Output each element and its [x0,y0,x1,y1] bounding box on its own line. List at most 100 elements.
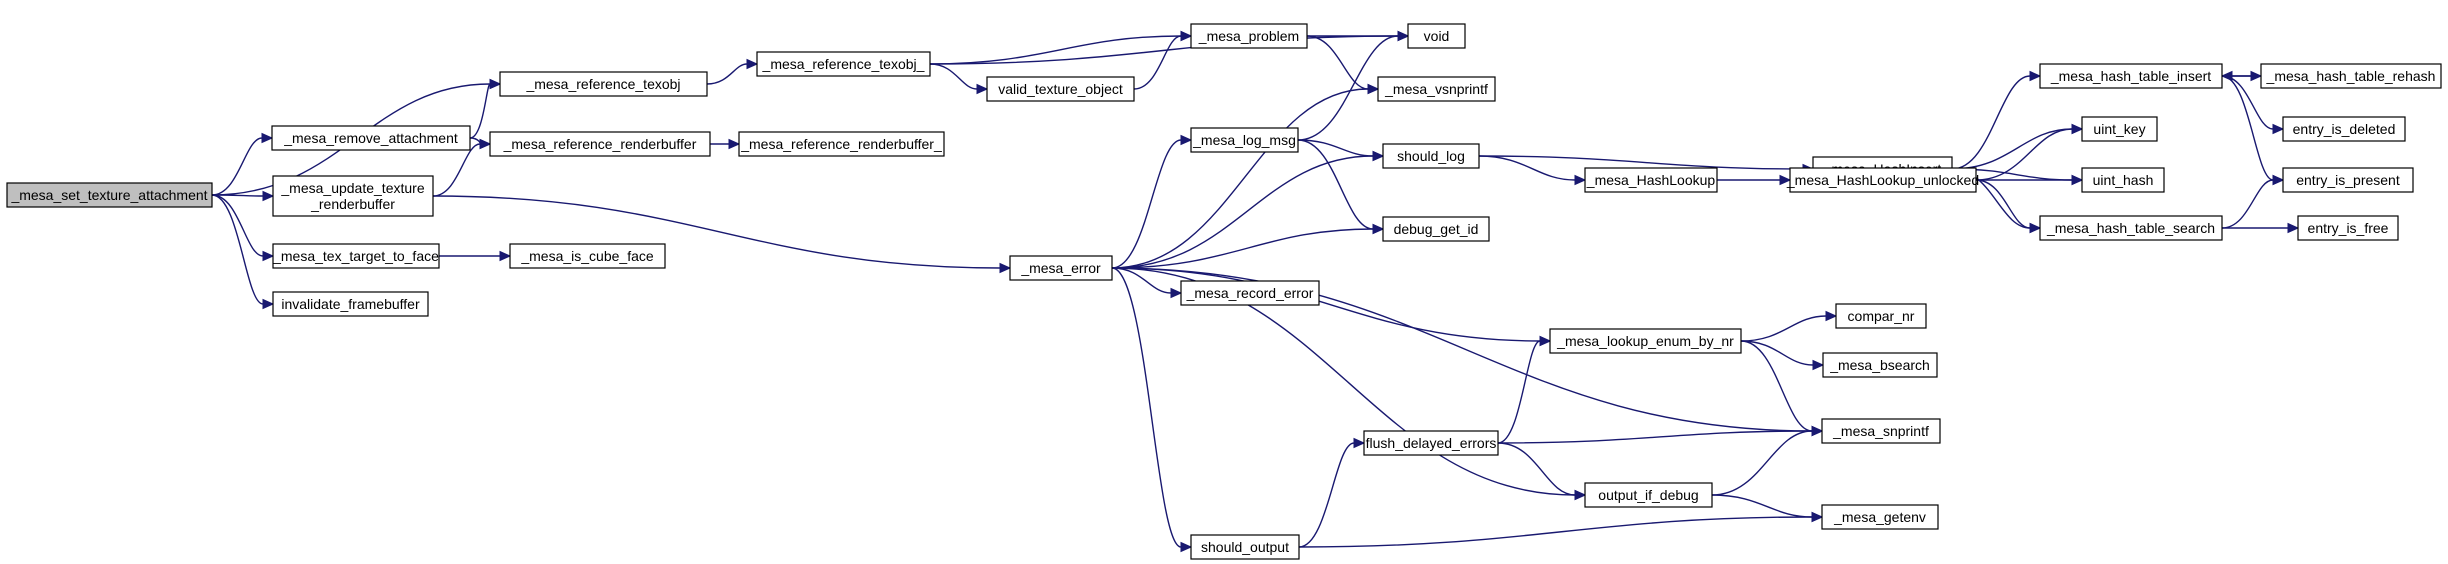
node-should-output[interactable]: should_output [1190,534,1300,560]
node-label: debug_get_id [1394,221,1479,237]
node-debug-get-id[interactable]: debug_get_id [1382,216,1490,242]
function-nodes: _mesa_set_texture_attachment _mesa_refere… [6,23,2442,560]
call-edge-output_if_debug-to-snprintf [1711,425,1824,496]
node-ht-rehash[interactable]: _mesa_hash_table_rehash [2260,63,2442,89]
node-ht-insert[interactable]: _mesa_hash_table_insert [2039,63,2223,89]
node-label: invalidate_framebuffer [281,296,420,312]
node-label: _mesa_record_error [1186,285,1314,301]
node-label: compar_nr [1848,308,1915,324]
node-ht-search[interactable]: _mesa_hash_table_search [2039,215,2223,241]
call-edge-set_tex_attach-to-inval_fb [211,194,275,310]
call-edge-flush_delayed-to-snprintf [1497,425,1824,444]
call-edge-flush_delayed-to-output_if_debug [1497,442,1587,501]
node-label: _renderbuffer [310,196,395,212]
node-label: _mesa_hash_table_insert [2050,68,2211,84]
call-edge-error-to-vsnprintf [1111,83,1380,269]
node-vsnprintf[interactable]: _mesa_vsnprintf [1377,76,1496,102]
call-edge-should_output-to-flush_delayed [1298,437,1366,548]
node-snprintf[interactable]: _mesa_snprintf [1821,418,1941,444]
call-edge-log_msg-to-debug_get_id [1297,139,1385,235]
node-record-error[interactable]: _mesa_record_error [1180,280,1320,306]
node-getenv[interactable]: _mesa_getenv [1821,504,1939,530]
call-edge-update_tex_rb-to-ref_rb [432,138,492,197]
call-edge-problem-to-vsnprintf [1306,35,1380,95]
node-uint-hash[interactable]: uint_hash [2081,167,2165,193]
call-edge-error-to-log_msg [1111,134,1193,269]
node-label: _mesa_problem [1198,28,1299,44]
node-label: _mesa_hash_table_rehash [2266,68,2436,84]
node-label: _mesa_reference_renderbuffer [503,136,697,152]
node-set-tex-attach[interactable]: _mesa_set_texture_attachment [6,182,213,208]
call-edge-set_tex_attach-to-tex_target_face [211,194,275,262]
node-uint-key[interactable]: uint_key [2081,116,2158,142]
node-label: _mesa_set_texture_attachment [10,187,207,203]
node-label: flush_delayed_errors [1366,435,1497,451]
node-label: valid_texture_object [998,81,1123,97]
call-edge-hash_insert-to-ht_insert [1951,70,2042,170]
node-bsearch[interactable]: _mesa_bsearch [1822,352,1938,378]
call-edge-error-to-should_log [1111,150,1385,269]
call-edge-flush_delayed-to-lookup_enum [1497,335,1552,444]
call-edge-remove_attach-to-ref_texobj [469,78,502,139]
node-ref-rb-[interactable]: _mesa_reference_renderbuffer_ [738,131,945,157]
node-error[interactable]: _mesa_error [1009,255,1113,281]
node-inval-fb[interactable]: invalidate_framebuffer [272,291,429,317]
node-entry-free[interactable]: entry_is_free [2297,215,2399,241]
node-label: _mesa_is_cube_face [520,248,654,264]
node-label: entry_is_deleted [2293,121,2396,137]
call-edge-update_tex_rb-to-error [432,195,1012,274]
call-edge-ref_texobj_-to-valid_tex_obj [929,63,989,95]
node-output-if-debug[interactable]: output_if_debug [1584,482,1713,508]
node-ref-texobj[interactable]: _mesa_reference_texobj [499,71,708,97]
node-hash-lookup[interactable]: _mesa_HashLookup [1584,167,1718,193]
node-label: _mesa_lookup_enum_by_nr [1556,333,1734,349]
node-ref-rb[interactable]: _mesa_reference_renderbuffer [489,131,711,157]
call-edge-log_msg-to-should_log [1297,139,1385,162]
node-label: output_if_debug [1598,487,1698,503]
call-edge-should_output-to-getenv [1298,511,1824,548]
node-label: uint_key [2093,121,2145,137]
node-label: should_output [1201,539,1289,555]
node-should-log[interactable]: should_log [1382,143,1480,169]
call-edge-tex_target_face-to-is_cube_face [438,250,512,262]
node-label: _mesa_log_msg [1192,132,1296,148]
node-entry-deleted[interactable]: entry_is_deleted [2282,116,2406,142]
node-remove-attach[interactable]: _mesa_remove_attachment [271,125,471,151]
call-edge-lookup_enum-to-bsearch [1740,340,1825,371]
node-hash-lookup-unlocked[interactable]: _mesa_HashLookup_unlocked [1786,167,1979,193]
node-entry-present[interactable]: entry_is_present [2282,167,2414,193]
node-log-msg[interactable]: _mesa_log_msg [1190,127,1299,153]
node-tex-target-face[interactable]: _mesa_tex_target_to_face [272,243,440,269]
node-label: _mesa_HashLookup_unlocked [1786,172,1979,188]
call-edge-error-to-debug_get_id [1111,223,1385,269]
call-edge-should_log-to-hash_lookup [1478,155,1587,186]
node-label: _mesa_update_texture [280,180,424,196]
node-label: _mesa_error [1020,260,1101,276]
call-edge-log_msg-to-void [1297,30,1410,141]
node-label: _mesa_hash_table_search [2046,220,2215,236]
node-is-cube-face[interactable]: _mesa_is_cube_face [509,243,666,269]
node-label: _mesa_bsearch [1829,357,1930,373]
node-label: entry_is_present [2296,172,2400,188]
call-edge-hash_insert-to-uint_key [1951,123,2084,170]
node-label: _mesa_remove_attachment [283,130,458,146]
node-compar-nr[interactable]: compar_nr [1835,303,1927,329]
call-edge-error-to-should_output [1111,267,1193,553]
node-label: _mesa_snprintf [1832,423,1929,439]
node-label: _mesa_reference_renderbuffer_ [740,136,942,152]
node-ref-texobj-[interactable]: _mesa_reference_texobj_ [756,51,931,77]
call-edges [211,30,2300,553]
call-edge-lookup_enum-to-compar_nr [1740,310,1838,342]
node-void[interactable]: void [1407,23,1466,49]
node-lookup-enum[interactable]: _mesa_lookup_enum_by_nr [1549,328,1742,354]
node-flush-delayed[interactable]: flush_delayed_errors [1363,430,1499,456]
node-label: _mesa_getenv [1833,509,1926,525]
node-problem[interactable]: _mesa_problem [1190,23,1308,49]
call-edge-error-to-lookup_enum [1111,267,1552,347]
node-update-tex-rb[interactable]: _mesa_update_texture_renderbuffer [272,175,434,217]
call-edge-set_tex_attach-to-remove_attach [211,132,274,196]
call-edge-ht_insert-to-entry_deleted [2221,75,2285,135]
node-label: _mesa_HashLookup [1586,172,1716,188]
node-valid-tex-obj[interactable]: valid_texture_object [986,76,1135,102]
